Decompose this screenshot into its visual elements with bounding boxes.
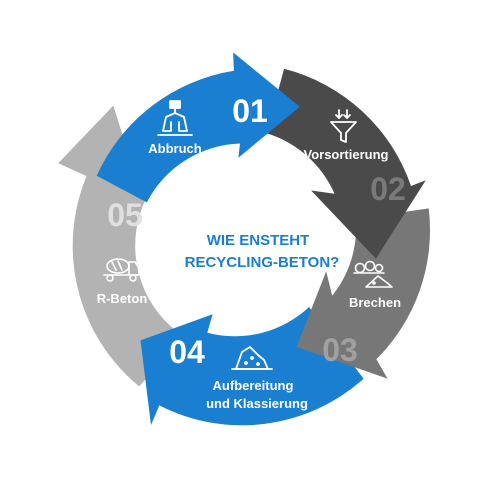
step-02-number: 02 bbox=[370, 171, 406, 207]
excavator-grab-icon bbox=[157, 100, 193, 136]
step-01-number: 01 bbox=[232, 93, 268, 129]
step-02-label: Vorsortierung bbox=[304, 147, 389, 162]
step-04-label-line2: und Klassierung bbox=[206, 396, 308, 411]
step-05-label: R-Beton bbox=[97, 291, 148, 306]
step-05-number: 05 bbox=[107, 197, 143, 233]
segment-01 bbox=[96, 52, 300, 203]
step-03-number: 03 bbox=[322, 332, 358, 368]
concrete-mixer-truck-icon bbox=[103, 258, 140, 282]
step-04-number: 04 bbox=[169, 334, 205, 370]
step-03-label: Brechen bbox=[349, 295, 401, 310]
segment-05 bbox=[58, 105, 185, 387]
step-04-label: Aufbereitung bbox=[213, 378, 294, 393]
gravel-pile-icon bbox=[231, 346, 273, 370]
funnel-sorting-icon bbox=[330, 109, 357, 143]
segment-02 bbox=[266, 68, 426, 259]
segment-03 bbox=[296, 208, 431, 379]
step-01-label: Abbruch bbox=[148, 141, 202, 156]
center-title-line2: RECYCLING-BETON? bbox=[185, 254, 340, 271]
center-title-line1: WIE ENSTEHT bbox=[207, 232, 310, 249]
crusher-icon bbox=[353, 260, 393, 288]
